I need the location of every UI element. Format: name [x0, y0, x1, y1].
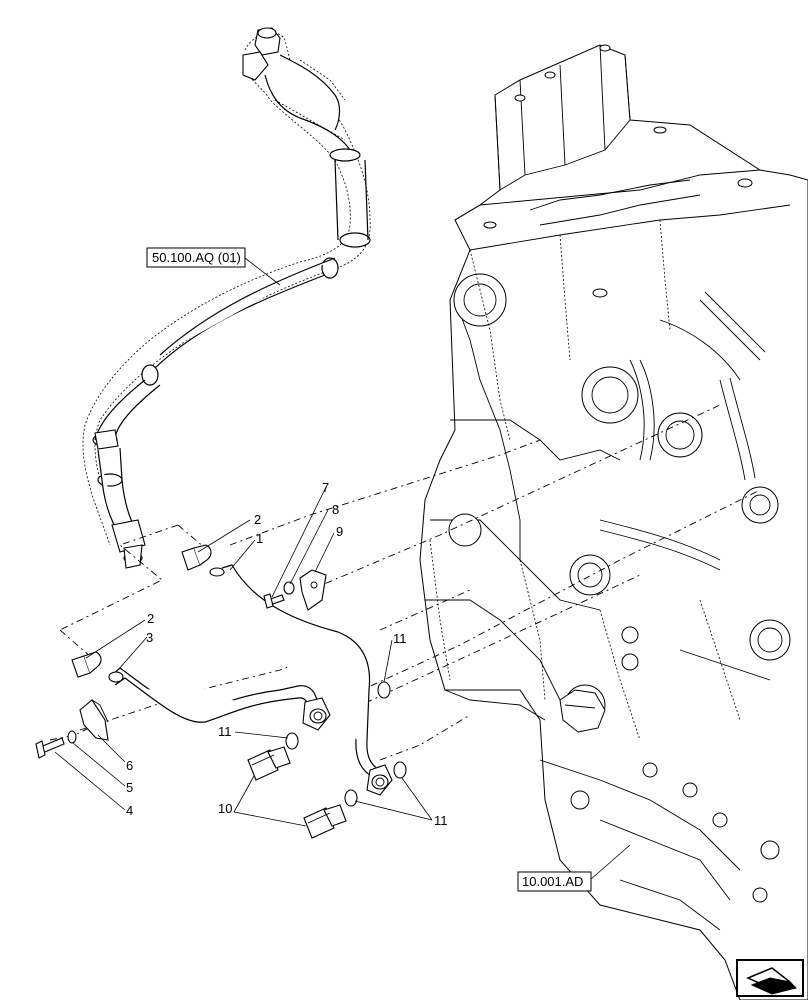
callout-9: 9: [336, 524, 343, 539]
callout-3: 3: [146, 630, 153, 645]
part-4-bolt: [35, 737, 65, 759]
reference-label-upper-hose: 50.100.AQ (01): [152, 250, 241, 265]
leader-lines: [54, 257, 631, 881]
callout-8: 8: [332, 502, 339, 517]
part-11-seal-ring: [285, 732, 299, 750]
part-7-bolt: [263, 593, 285, 609]
part-8-washer: [283, 581, 295, 595]
callout-5: 5: [126, 780, 133, 795]
part-2-clamp-upper: [181, 544, 212, 571]
part-2-clamp-lower: [71, 651, 102, 678]
part-11-seal-ring: [344, 789, 358, 807]
reference-box-engine[interactable]: 10.001.AD: [517, 871, 592, 892]
part-10-plug-upper: [247, 746, 291, 781]
reference-box-upper-hose[interactable]: 50.100.AQ (01): [146, 247, 246, 268]
callout-10: 10: [218, 801, 232, 816]
part-6-bracket: [79, 699, 109, 741]
reference-label-engine: 10.001.AD: [522, 874, 583, 889]
part-3-oil-tube: [108, 667, 331, 731]
callout-11-bottom: 11: [434, 813, 448, 828]
callout-2-upper: 2: [254, 512, 261, 527]
part-1-oil-tube: [209, 564, 393, 796]
callout-labels: 2 1 7 8 9 2 3 6 5 4 11 11 10 11: [126, 480, 448, 828]
next-page-arrow-icon[interactable]: [736, 959, 804, 997]
part-11-seal-ring: [377, 681, 391, 699]
callout-6: 6: [126, 758, 133, 773]
part-5-washer: [67, 730, 77, 744]
engine-assembly: [419, 44, 808, 1000]
callout-4: 4: [126, 803, 133, 818]
callout-7: 7: [322, 480, 329, 495]
callout-11-right: 11: [393, 631, 407, 646]
part-10-plug-lower: [303, 804, 347, 839]
upper-hose-assembly: [82, 27, 371, 569]
callout-11-left: 11: [218, 724, 232, 739]
part-9-bracket: [299, 569, 327, 611]
part-11-seal-ring: [393, 761, 407, 779]
callout-1: 1: [256, 531, 263, 546]
callout-2-lower: 2: [147, 611, 154, 626]
